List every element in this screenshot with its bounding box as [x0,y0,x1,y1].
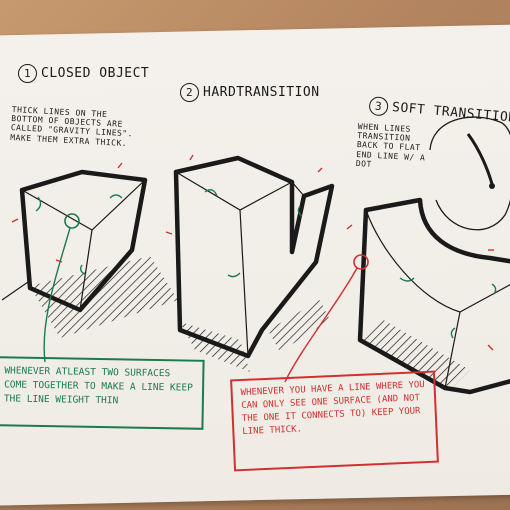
red-tick-3b [487,344,494,351]
transition-dot-note: WHEN LINES TRANSITION BACK TO FLAT END L… [355,122,426,169]
arrow-2b [227,272,241,278]
title-closed-object: 1 CLOSED OBJECT [18,64,149,83]
arrow-3c [450,327,456,339]
inner-edge-2c [291,181,305,197]
arrow-1c [79,264,87,276]
soft-transition-sketch [284,116,510,395]
title-number-2: 2 [180,83,199,102]
red-tick-2a [189,154,194,161]
green-leader-line [43,227,71,363]
inner-edges-2 [175,171,293,211]
hard-transition-sketch [165,154,335,372]
gravity-lines-note: THICK LINES ON THE BOTTOM OF OBJECTS ARE… [10,105,134,148]
green-circle-marker [64,213,80,229]
arrow-1b [109,194,123,199]
title-hard-transition: 2 HARDTRANSITION [180,83,320,102]
red-circle-marker [353,254,369,270]
arrow-2a [204,189,218,197]
red-leader-line [284,267,358,383]
title-text-1: CLOSED OBJECT [41,66,150,81]
red-tick-1b [117,162,123,169]
arrow-1a [35,196,42,212]
closed-object-sketch [1,162,178,363]
green-note-box: WHENEVER ATLEAST TWO SURFACES COME TOGET… [0,356,205,430]
arrow-3b [491,283,497,295]
arrow-3a [399,277,415,282]
red-tick-3c [346,224,353,230]
red-tick-1c [55,259,63,263]
arrow-2c [297,205,303,217]
red-tick-2b [317,167,323,173]
inner-vertical-3 [444,311,461,389]
title-number-1: 1 [18,64,37,83]
inner-vertical-1 [79,229,93,311]
magnify-circle [429,116,510,231]
shadow-hatch-2b [268,300,330,352]
red-note-box: WHENEVER YOU HAVE A LINE WHERE YOU CAN O… [230,370,439,472]
title-text-2: HARDTRANSITION [203,85,320,100]
red-tick-2c [165,231,173,235]
pointer-line-1 [1,281,29,301]
magnify-inner-curve [466,133,494,185]
hard-transition-outline [173,155,335,359]
inner-vertical-2 [239,209,249,357]
closed-object-outline [19,169,148,313]
title-number-3: 3 [368,96,389,117]
shadow-hatch-1 [30,256,178,338]
soft-transition-outline [357,197,510,395]
inner-edges-3 [365,209,510,313]
shadow-hatch-3 [360,318,470,390]
red-tick-1a [11,218,19,223]
end-dot [489,183,495,189]
